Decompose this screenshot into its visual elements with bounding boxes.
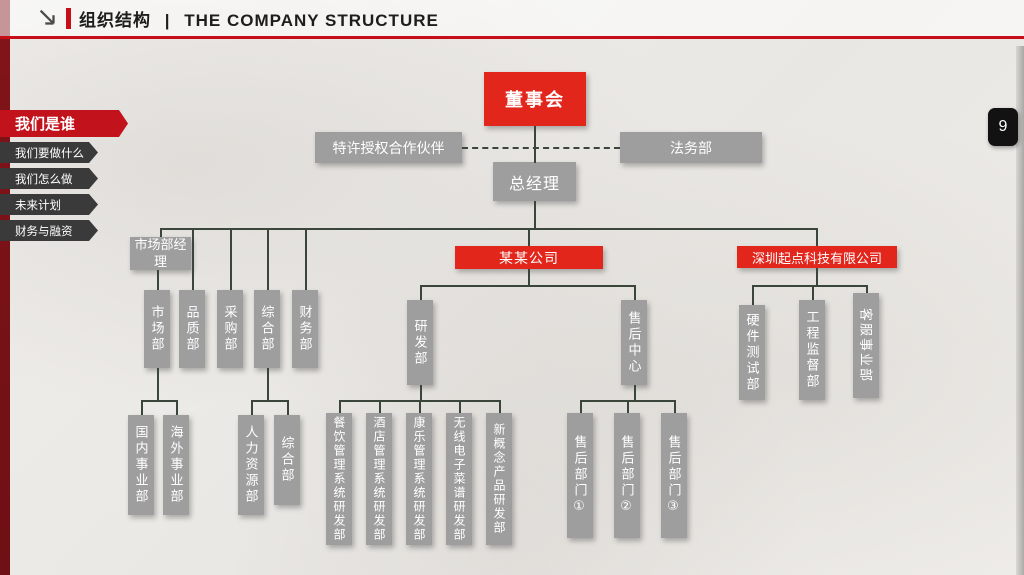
connector-line [160, 228, 162, 237]
org-box-after-sales-center: 售后中心 [621, 300, 647, 385]
org-box-engineering-supervision-dept: 工程监督部 [799, 300, 825, 400]
org-box-legal-dept: 法务部 [620, 132, 762, 163]
connector-line [499, 400, 501, 413]
connector-line [339, 400, 341, 413]
org-box-purchasing-dept: 采购部 [217, 290, 243, 368]
connector-line [816, 268, 818, 285]
org-box-general-dept: 综合部 [254, 290, 280, 368]
connector-line [816, 228, 818, 246]
org-box-hardware-test-dept: 硬件测试部 [739, 305, 765, 400]
org-box-catering-rd: 餐饮管理系统研发部 [326, 413, 352, 545]
org-box-some-company: 某某公司 [455, 246, 603, 269]
connector-line [267, 228, 269, 290]
connector-line [459, 400, 461, 413]
page-number-badge: 9 [988, 108, 1018, 146]
org-box-general-sub-dept: 综合部 [274, 415, 300, 505]
page-title-cn: 组织结构 [79, 10, 151, 30]
org-box-wireless-menu-rd: 无线电子菜谱研发部 [446, 413, 472, 545]
left-accent-strip [0, 0, 10, 575]
org-box-service-dept-1: 售后部门① [567, 413, 593, 538]
connector-line [379, 400, 381, 413]
sidebar-item-how-we-do[interactable]: 我们怎么做 [0, 168, 98, 189]
connector-line [580, 400, 582, 413]
connector-line [419, 400, 421, 413]
connector-line [305, 228, 307, 290]
org-box-hotel-rd: 酒店管理系统研发部 [366, 413, 392, 545]
connector-dashed-line [462, 147, 620, 149]
connector-line [634, 385, 636, 400]
org-box-domestic-div: 国内事业部 [128, 415, 154, 515]
org-box-general-manager: 总经理 [493, 162, 576, 201]
org-box-finance-dept: 财务部 [292, 290, 318, 368]
org-box-service-dept-2: 售后部门② [614, 413, 640, 538]
title-accent-bar [66, 7, 71, 29]
org-box-service-dept-3: 售后部门③ [661, 413, 687, 538]
connector-line [866, 285, 868, 293]
connector-line [287, 400, 289, 415]
connector-line [528, 228, 530, 246]
connector-line [157, 368, 159, 400]
connector-line [420, 285, 636, 287]
org-box-shenzhen-company: 深圳起点科技有限公司 [737, 246, 897, 268]
page-title-en: THE COMPANY STRUCTURE [184, 10, 439, 30]
org-box-marketing-dept: 市场部 [144, 290, 170, 368]
connector-line [251, 400, 289, 402]
connector-line [157, 270, 159, 290]
connector-line [251, 400, 253, 415]
title-divider: | [164, 10, 171, 30]
sidebar-item-what-we-do[interactable]: 我们要做什么 [0, 142, 98, 163]
connector-line [267, 368, 269, 400]
org-box-customer-service-dept: 客服事业部 [853, 293, 879, 398]
slide-header: 组织结构 | THE COMPANY STRUCTURE [0, 0, 1024, 39]
sidebar-item-future-plan[interactable]: 未来计划 [0, 194, 98, 215]
sidebar-item-finance[interactable]: 财务与融资 [0, 220, 98, 241]
connector-line [420, 385, 422, 400]
connector-line [528, 269, 530, 285]
connector-line [176, 400, 178, 415]
connector-line [627, 400, 629, 413]
org-box-overseas-div: 海外事业部 [163, 415, 189, 515]
connector-line [752, 285, 868, 287]
org-box-hr-dept: 人力资源部 [238, 415, 264, 515]
sidebar-item-who-we-are[interactable]: 我们是谁 [0, 110, 128, 137]
connector-line [160, 228, 818, 230]
connector-line [634, 285, 636, 300]
connector-line [534, 126, 536, 163]
connector-line [812, 285, 814, 300]
org-box-quality-dept: 品质部 [179, 290, 205, 368]
page-title: 组织结构 | THE COMPANY STRUCTURE [79, 6, 439, 31]
org-box-marketing-manager: 市场部经理 [130, 237, 191, 270]
connector-line [141, 400, 178, 402]
connector-line [192, 228, 194, 290]
right-edge-shadow [1016, 46, 1024, 575]
arrow-corner-icon [36, 6, 60, 30]
org-box-recreation-rd: 康乐管理系统研发部 [406, 413, 432, 545]
connector-line [534, 201, 536, 228]
org-box-new-concept-rd: 新概念产品研发部 [486, 413, 512, 545]
connector-line [230, 228, 232, 290]
connector-line [141, 400, 143, 415]
org-box-board: 董事会 [484, 72, 586, 126]
connector-line [420, 285, 422, 300]
org-box-rd-dept: 研发部 [407, 300, 433, 385]
connector-line [752, 285, 754, 305]
connector-line [674, 400, 676, 413]
org-box-franchise-partner: 特许授权合作伙伴 [315, 132, 462, 163]
